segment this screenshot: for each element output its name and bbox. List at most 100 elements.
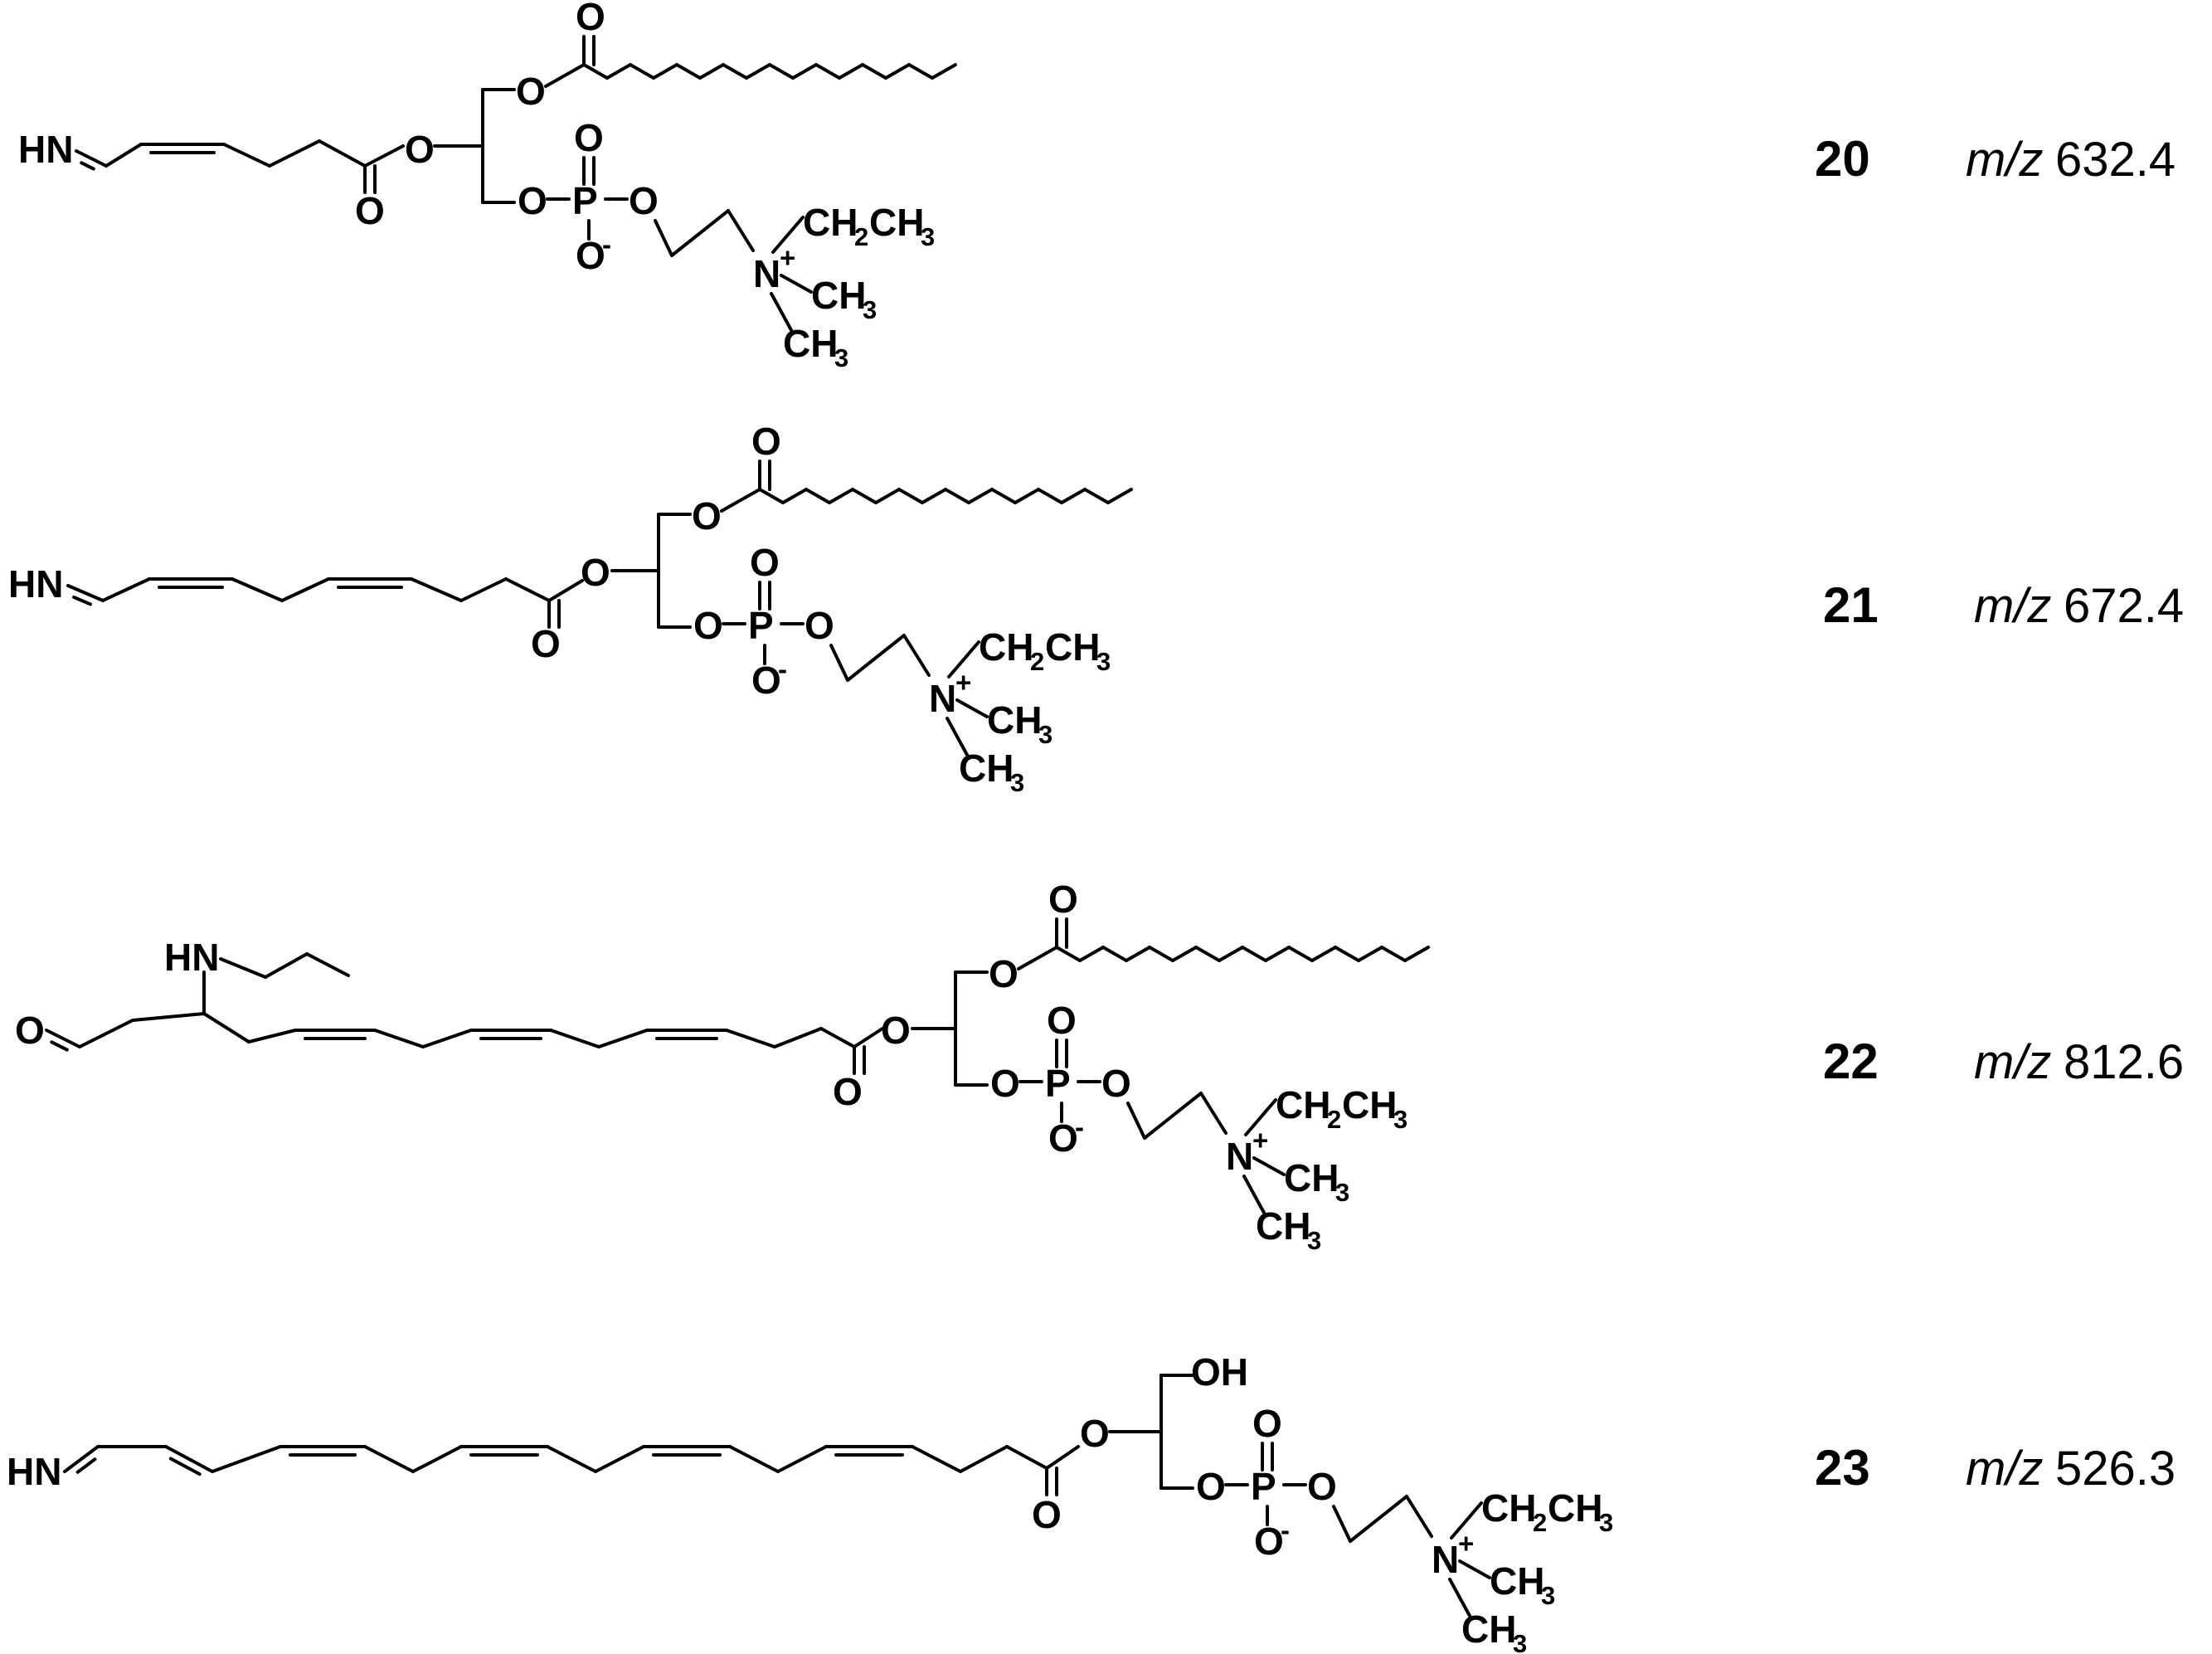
hydroxyl-label: OH <box>1191 1350 1248 1394</box>
choline-bond <box>1199 1092 1228 1135</box>
methyl-label: CH <box>1461 1608 1516 1651</box>
charge-plus: + <box>955 667 971 698</box>
phosphate-oxygen-label: O <box>518 179 547 222</box>
chain-bond <box>363 1445 415 1473</box>
phosphoryl-oxygen-label: O <box>574 116 604 159</box>
ethyl-label: CH <box>1276 1083 1330 1126</box>
methyl-bond <box>780 274 813 294</box>
propyl-bond <box>264 952 309 979</box>
phosphate-anion-label: O <box>751 659 781 702</box>
mz-value: 672.4 <box>2064 579 2184 633</box>
imine-label: HN <box>7 1450 61 1493</box>
mz-value: 812.6 <box>2064 1035 2184 1089</box>
ester-bond <box>1045 1445 1080 1470</box>
propyl-bond <box>305 952 350 977</box>
ester-oxygen-label: O <box>405 128 435 171</box>
chain-bond <box>101 577 151 602</box>
chain-bond <box>897 488 924 504</box>
chain-bond <box>410 577 463 602</box>
phosphate-oxygen-label: O <box>693 604 723 647</box>
choline-bond <box>829 644 849 682</box>
phosphoryl-oxygen-label: O <box>1252 1402 1282 1445</box>
chain-bond <box>959 1445 1009 1473</box>
choline-bond <box>654 219 673 257</box>
imine-bond <box>66 584 105 602</box>
chain-bond <box>280 577 330 602</box>
subscript: 3 <box>1541 1581 1555 1610</box>
phosphate-anion-label: O <box>1048 1116 1078 1160</box>
imine-bond <box>75 1457 97 1474</box>
chain-bond <box>1310 946 1337 962</box>
imine-label: HN <box>18 128 73 171</box>
chain-bond <box>1014 488 1040 504</box>
chain-bond <box>1380 946 1407 962</box>
compound-number: 20 <box>1815 131 1870 187</box>
chain-bond <box>861 63 887 80</box>
chain-bond <box>838 63 864 80</box>
chain-bond <box>1218 946 1244 962</box>
aldehyde-bond <box>50 1040 69 1052</box>
amine-bond <box>219 957 267 979</box>
chain-bond <box>652 63 678 80</box>
ethyl-label: CH <box>1548 1486 1602 1530</box>
chain-bond <box>78 1019 134 1048</box>
methyl-bond <box>1242 1175 1266 1214</box>
subscript: 3 <box>1038 720 1053 749</box>
methyl-bond <box>947 640 980 679</box>
subscript: 3 <box>1335 1178 1349 1207</box>
ammonium-nitrogen-label: N <box>1432 1538 1459 1581</box>
bond-lines <box>45 35 1491 1618</box>
chain-bond <box>1060 488 1087 504</box>
phosphorus-label: P <box>748 604 774 647</box>
charge-minus: - <box>778 654 787 684</box>
ammonium-nitrogen-label: N <box>1226 1135 1253 1178</box>
chain-bond <box>1194 946 1221 962</box>
methyl-bond <box>1244 1098 1277 1136</box>
aldehyde-bond <box>45 1029 81 1048</box>
ethyl-label: CH <box>1481 1486 1536 1530</box>
ester-bond <box>547 579 584 602</box>
chain-bond <box>745 63 771 80</box>
carbonyl-oxygen-label: O <box>1048 878 1078 921</box>
chain-bond <box>1037 488 1063 504</box>
imine-label: HN <box>8 562 63 606</box>
mz-value: 526.3 <box>2055 1442 2176 1496</box>
chain-bond <box>675 63 702 80</box>
charge-minus: - <box>602 229 611 260</box>
ester-bond <box>853 1027 884 1048</box>
phosphorus-label: P <box>1045 1062 1071 1105</box>
ester-bond <box>1017 946 1058 971</box>
methyl-bond <box>1458 1559 1491 1579</box>
chain-bond <box>268 139 321 168</box>
choline-bond <box>1143 1092 1203 1140</box>
methyl-bond <box>771 216 805 254</box>
subscript: 2 <box>1533 1508 1547 1537</box>
methyl-label: CH <box>811 274 866 317</box>
choline-oxygen-label: O <box>1101 1062 1131 1105</box>
ethyl-label: CH <box>1045 625 1100 669</box>
chain-bond <box>1148 946 1174 962</box>
compound-number: 22 <box>1823 1034 1879 1089</box>
chain-bond <box>722 63 748 80</box>
choline-bond <box>902 634 931 677</box>
chain-bond <box>1083 488 1110 504</box>
chain-bond <box>944 488 970 504</box>
ethyl-label: CH <box>1342 1083 1397 1126</box>
chain-bond <box>884 63 911 80</box>
chain-bond <box>814 63 841 80</box>
chain-bond <box>776 1445 828 1473</box>
methyl-bond <box>1448 1578 1471 1618</box>
methyl-bond <box>770 292 793 332</box>
chain-bond <box>819 1027 856 1048</box>
ester-bond <box>720 488 761 513</box>
chain-bond <box>549 1029 600 1048</box>
chain-bond <box>874 488 901 504</box>
charge-plus: + <box>780 242 795 273</box>
methyl-label: CH <box>783 322 838 365</box>
ester-oxygen-label: O <box>881 1009 911 1052</box>
chain-bond <box>907 63 934 80</box>
mz-label: m/z <box>1974 1035 2051 1089</box>
chain-bond <box>1357 946 1383 962</box>
chain-bond <box>373 1029 425 1048</box>
